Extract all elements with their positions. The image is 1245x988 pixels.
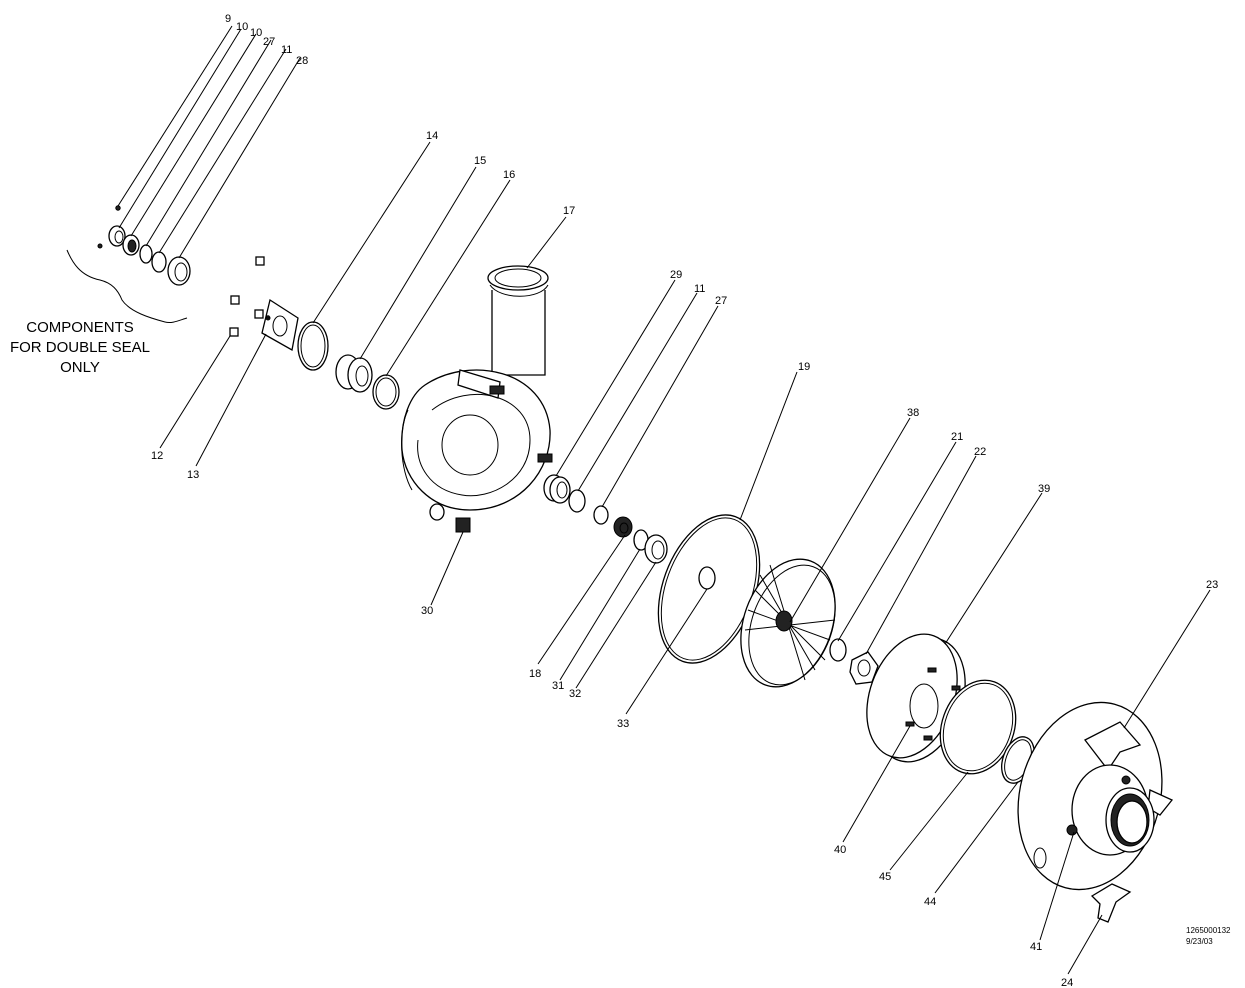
callout-21: 21 — [951, 431, 963, 443]
callout-28: 28 — [296, 55, 308, 67]
spring-18 — [613, 516, 633, 538]
seal-15 — [335, 354, 373, 393]
callout-11: 11 — [694, 283, 705, 295]
callout-29: 29 — [670, 269, 682, 281]
double-seal-components — [66, 205, 191, 323]
callout-23: 23 — [1206, 579, 1218, 591]
drawing-date: 9/23/03 — [1186, 937, 1213, 946]
callout-38: 38 — [907, 407, 919, 419]
note-line-3: ONLY — [60, 359, 100, 376]
o-ring-14 — [297, 321, 329, 371]
callout-44: 44 — [924, 896, 936, 908]
callout-10: 10 — [236, 21, 248, 33]
callout-16: 16 — [503, 169, 515, 181]
note-line-1: COMPONENTS — [26, 319, 134, 336]
callout-18: 18 — [529, 668, 541, 680]
gland-plate-13 — [261, 298, 299, 352]
callout-11: 11 — [281, 44, 292, 56]
callout-22: 22 — [974, 446, 986, 458]
callout-27: 27 — [263, 36, 275, 48]
callout-9: 9 — [225, 13, 231, 25]
callout-39: 39 — [1038, 483, 1050, 495]
callout-15: 15 — [474, 155, 486, 167]
pump-casing — [401, 265, 553, 533]
o-ring-16-inner — [375, 377, 397, 407]
callout-14: 14 — [426, 130, 438, 142]
o-ring-16 — [372, 374, 400, 410]
callout-10: 10 — [250, 27, 262, 39]
impeller-38 — [740, 558, 836, 688]
callout-41: 41 — [1030, 941, 1042, 953]
callout-13: 13 — [187, 469, 199, 481]
callout-17: 17 — [563, 205, 575, 217]
note-line-2: FOR DOUBLE SEAL — [10, 339, 150, 356]
seal-seat-32 — [644, 534, 668, 564]
o-ring-14-inner — [300, 324, 326, 368]
bolts-12 — [229, 256, 265, 337]
callout-32: 32 — [569, 688, 581, 700]
leader-lines — [117, 25, 1211, 975]
callout-24: 24 — [1061, 977, 1073, 988]
o-ring-11 — [568, 489, 586, 513]
drawing-id: 1265000132 — [1186, 926, 1231, 935]
callout-30: 30 — [421, 605, 433, 617]
callout-12: 12 — [151, 450, 163, 462]
callout-19: 19 — [798, 361, 810, 373]
callout-33: 33 — [617, 718, 629, 730]
o-ring-21 — [829, 638, 847, 662]
o-ring-45-inner — [942, 682, 1014, 772]
callout-45: 45 — [879, 871, 891, 883]
clamp-knob-24 — [1090, 883, 1132, 923]
callout-labels: 9 10 10 27 11 28 12 13 14 15 16 17 30 29… — [151, 13, 1218, 988]
callout-40: 40 — [834, 844, 846, 856]
o-ring-45 — [939, 679, 1017, 775]
seal-29 — [543, 474, 571, 504]
callout-31: 31 — [552, 680, 564, 692]
cover-23 — [1017, 701, 1174, 891]
o-ring-33 — [698, 566, 716, 590]
double-seal-note: COMPONENTS FOR DOUBLE SEAL ONLY — [10, 319, 150, 376]
callout-27: 27 — [715, 295, 727, 307]
o-ring-27 — [593, 505, 609, 525]
